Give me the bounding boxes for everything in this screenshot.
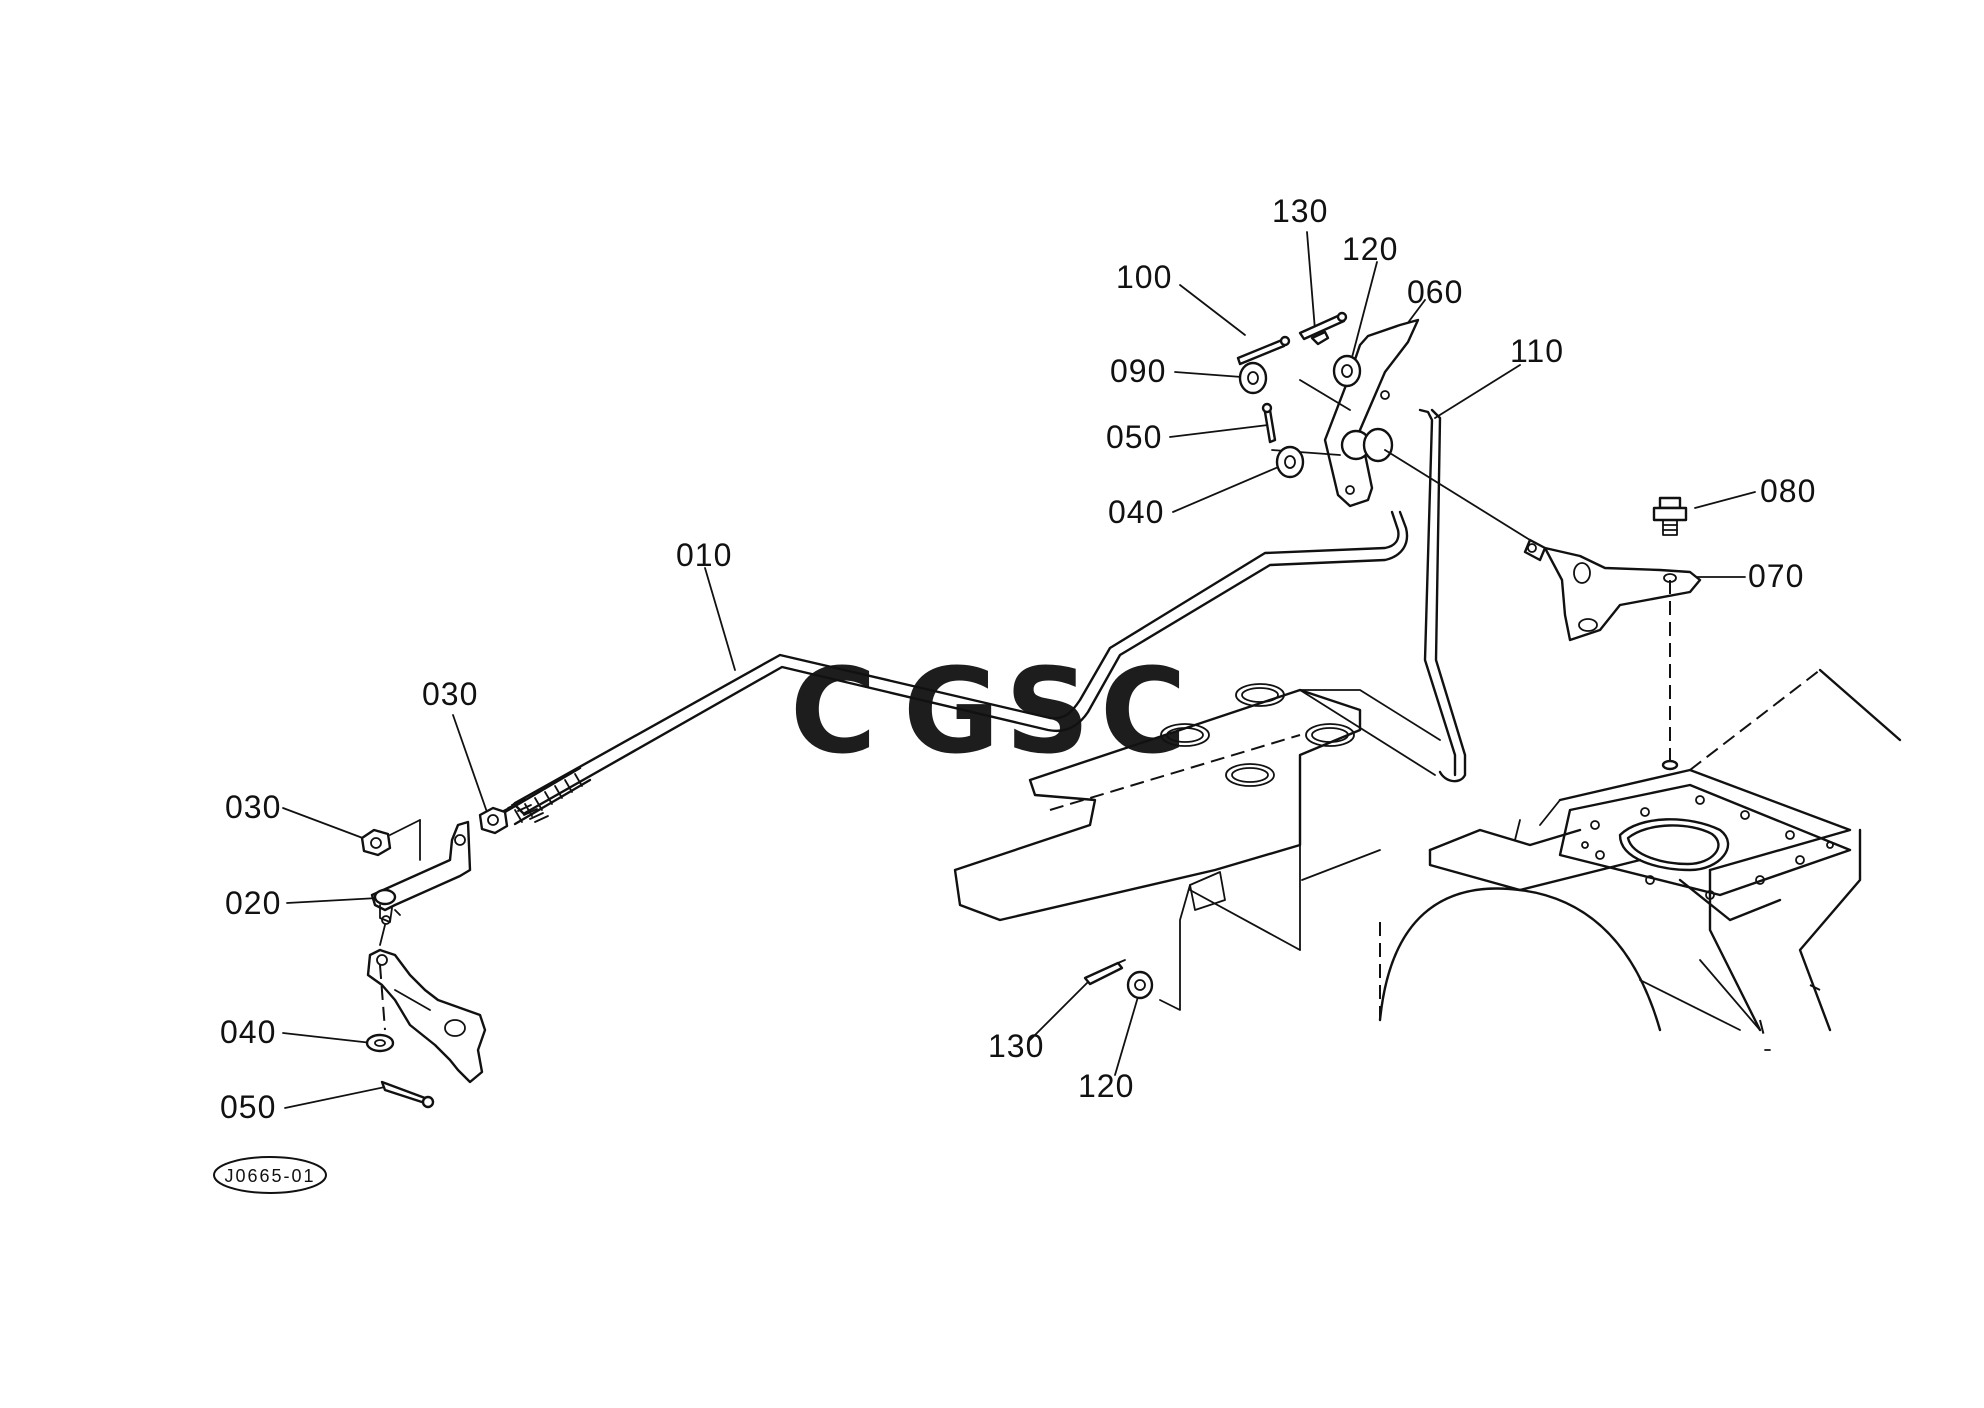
part-label: 110	[1510, 333, 1564, 369]
figure-code: J0665-01	[224, 1166, 315, 1186]
part-label: 030	[225, 789, 281, 825]
bolt-080	[1652, 496, 1688, 536]
part-label: 050	[1106, 419, 1162, 455]
part-label: 030	[422, 676, 478, 712]
part-label: 090	[1110, 353, 1166, 389]
leader-lines	[282, 231, 1756, 1109]
part-label: 120	[1342, 231, 1398, 267]
rod-010	[502, 510, 1409, 826]
rod-010-thread	[502, 766, 592, 826]
watermark: C G S C	[790, 642, 1187, 780]
part-label: 100	[1116, 259, 1172, 295]
pedal-arm-060	[1271, 318, 1531, 541]
part-label: 040	[220, 1014, 276, 1050]
part-label: 120	[1078, 1068, 1134, 1104]
bottom-middle-hardware	[1083, 959, 1154, 1000]
watermark-letter: G	[903, 642, 1000, 780]
part-label: 020	[225, 885, 281, 921]
bracket-070	[1523, 496, 1702, 771]
watermark-letter: S	[1005, 642, 1090, 780]
part-labels: 130 120 060 100 110 090 050 040 080 070 …	[220, 193, 1816, 1125]
part-label: 080	[1760, 473, 1816, 509]
transmission-housing	[1378, 668, 1902, 1051]
part-label: 130	[1272, 193, 1328, 229]
watermark-letter: C	[790, 642, 877, 780]
figure-code-badge: J0665-01	[213, 1156, 327, 1194]
left-hardware	[360, 806, 509, 1109]
floor-plate	[953, 683, 1441, 1011]
watermark-letter: C	[1100, 642, 1187, 780]
part-label: 130	[988, 1028, 1044, 1064]
part-label: 070	[1748, 558, 1804, 594]
part-label: 040	[1108, 494, 1164, 530]
part-label: 010	[676, 537, 732, 573]
top-hardware	[1236, 311, 1362, 479]
part-label: 060	[1407, 274, 1463, 310]
part-label: 050	[220, 1089, 276, 1125]
rod-110	[1299, 408, 1467, 783]
